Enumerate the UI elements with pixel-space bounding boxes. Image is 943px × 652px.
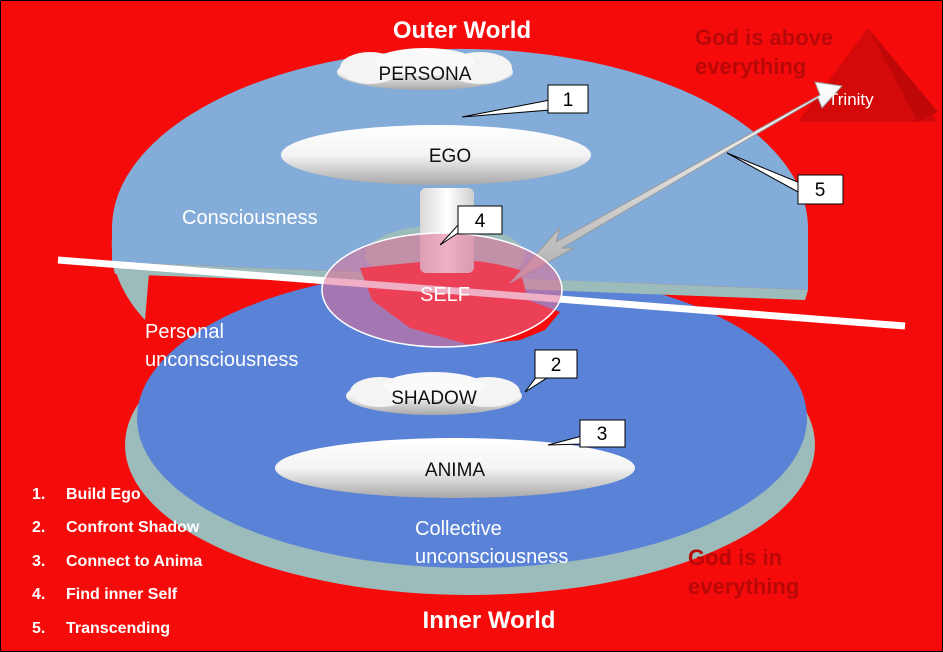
- personal-label-2: unconsciousness: [145, 349, 298, 371]
- svg-text:3: 3: [597, 424, 608, 445]
- step-num: 4.: [32, 586, 45, 603]
- step-label: Connect to Anima: [66, 553, 202, 570]
- step-num: 1.: [32, 486, 45, 503]
- step-label: Transcending: [66, 620, 170, 637]
- ego-ellipse[interactable]: [281, 125, 591, 185]
- steps-list: 1. Build Ego 2. Confront Shadow 3. Conne…: [32, 486, 202, 637]
- collective-label-1: Collective: [415, 518, 502, 540]
- callout-5: 5: [726, 152, 844, 205]
- callout-1: 1: [461, 84, 589, 118]
- god-in-line1: God is in: [688, 545, 782, 570]
- ego-label: EGO: [429, 146, 471, 167]
- shadow-label: SHADOW: [391, 388, 477, 409]
- callout-4: 4: [439, 205, 503, 246]
- self-label: SELF: [420, 284, 470, 306]
- anima-label: ANIMA: [425, 460, 486, 481]
- callout-2: 2: [524, 349, 578, 393]
- svg-text:5: 5: [815, 180, 826, 201]
- personal-label-1: Personal: [145, 321, 224, 343]
- outer-world-title: Outer World: [393, 17, 531, 44]
- shadow-cloud[interactable]: [346, 372, 522, 415]
- inner-world-title: Inner World: [423, 607, 556, 634]
- persona-label: PERSONA: [379, 64, 472, 85]
- anima-ellipse[interactable]: [275, 438, 635, 498]
- transcending-arrow: [509, 81, 844, 284]
- god-above-line2: everything: [695, 54, 806, 79]
- consciousness-label: Consciousness: [182, 207, 318, 229]
- svg-text:1: 1: [563, 90, 574, 111]
- persona-cloud[interactable]: [337, 48, 513, 90]
- callout-3: 3: [547, 419, 626, 448]
- trinity-pyramid: [798, 28, 938, 122]
- step-num: 5.: [32, 620, 45, 637]
- trinity-label: Trinity: [828, 90, 874, 109]
- self-ellipse[interactable]: [321, 232, 563, 348]
- collective-label-2: unconsciousness: [415, 546, 568, 568]
- step-num: 3.: [32, 553, 45, 570]
- god-in-line2: everything: [688, 574, 799, 599]
- god-above-line1: God is above: [695, 25, 833, 50]
- step-label: Find inner Self: [66, 586, 178, 603]
- svg-text:4: 4: [475, 211, 486, 232]
- step-label: Build Ego: [66, 486, 141, 503]
- step-num: 2.: [32, 519, 45, 536]
- svg-text:2: 2: [551, 355, 562, 376]
- step-label: Confront Shadow: [66, 519, 200, 536]
